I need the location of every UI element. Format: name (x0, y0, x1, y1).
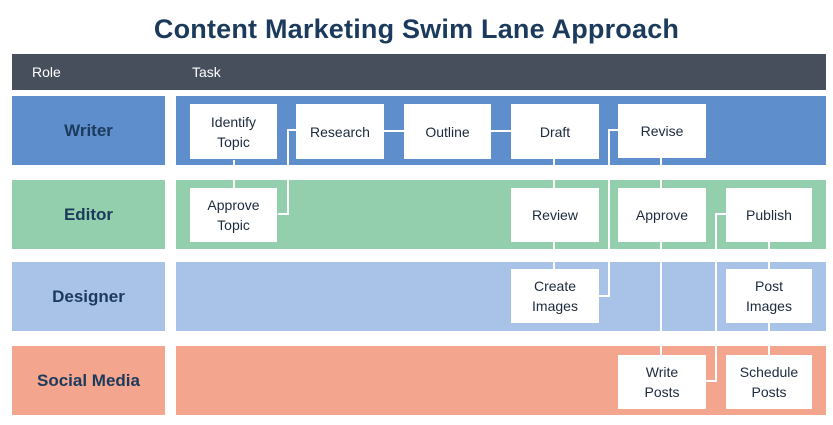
lane-social-media-tasks (176, 346, 826, 415)
task-outline: Outline (404, 104, 491, 159)
task-schedule-posts: Schedule Posts (726, 355, 812, 409)
task-create-images: Create Images (511, 269, 599, 323)
task-revise: Revise (618, 104, 706, 158)
role-column-header: Role (32, 64, 61, 80)
task-post-images: Post Images (726, 269, 812, 323)
connector-create-images-to-revise (599, 129, 618, 297)
task-approve-topic: Approve Topic (190, 188, 277, 242)
lane-designer-role: Designer (12, 262, 165, 331)
lane-editor-role: Editor (12, 180, 165, 249)
lane-role-label: Writer (64, 120, 113, 140)
lane-social-media-role: Social Media (12, 346, 165, 415)
task-review: Review (511, 188, 599, 242)
diagram-title: Content Marketing Swim Lane Approach (153, 14, 680, 44)
lane-role-label: Editor (63, 204, 114, 224)
task-identify-topic: Identify Topic (190, 104, 277, 159)
task-write-posts: Write Posts (618, 355, 706, 409)
lane-role-label: Designer (52, 286, 125, 306)
lane-role-label: Social Media (37, 370, 140, 390)
task-draft: Draft (511, 104, 599, 159)
connector-approve-topic-to-research (278, 129, 296, 215)
connector-write-posts-to-publish (706, 213, 726, 382)
lane-writer-role: Writer (12, 96, 165, 165)
task-publish: Publish (726, 188, 812, 242)
task-approve: Approve (618, 188, 706, 242)
task-research: Research (296, 104, 384, 159)
header-bar: Role Task (12, 54, 826, 90)
lane-designer-tasks (176, 262, 826, 331)
task-column-header: Task (192, 64, 221, 80)
